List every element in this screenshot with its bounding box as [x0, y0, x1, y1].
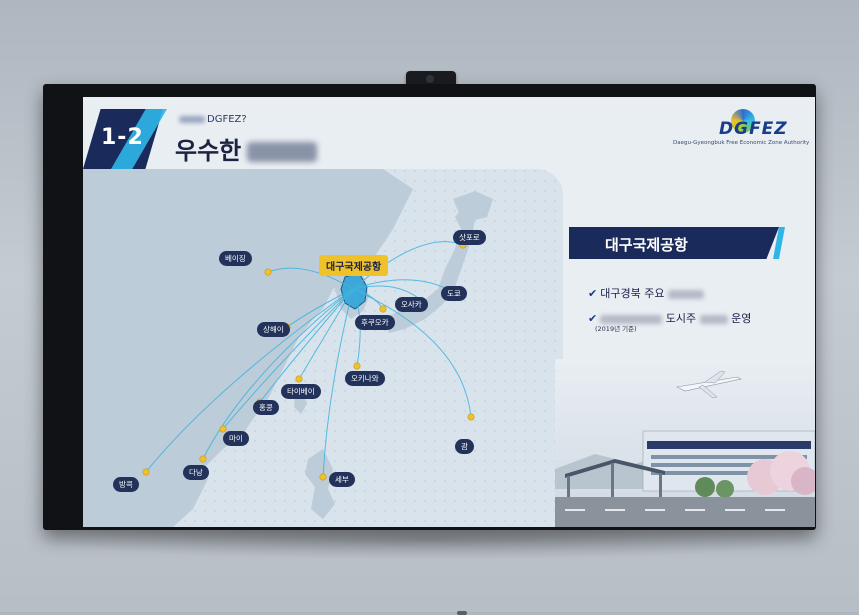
- bullet-2-end-text: 운영: [731, 312, 752, 325]
- dgfez-globe-logo-icon: [731, 109, 755, 133]
- city-label-shanghai: 상해이: [257, 322, 290, 337]
- land-hokkaido: [453, 191, 493, 221]
- city-dot-guam: [467, 413, 475, 421]
- city-dot-beijing: [264, 268, 272, 276]
- terminal-canopy: [565, 459, 665, 478]
- city-label-hongkong: 홍콩: [253, 400, 279, 415]
- bullet-item-1: ✔대구경북 주요: [588, 285, 704, 301]
- road-markings: [565, 509, 785, 511]
- bullet-1-text: 대구경북 주요: [600, 287, 665, 300]
- airport-heading-text: 대구국제공항: [605, 236, 688, 254]
- city-label-guam: 괌: [455, 439, 474, 454]
- route-line-taipei: [298, 288, 354, 380]
- blurred-text: [600, 314, 663, 324]
- land-philippines: [305, 449, 335, 519]
- slide-screen: 1-2 DGFEZ? 우수한 DGFEZ Daegu-Gyeongbuk Fre…: [83, 97, 815, 527]
- city-dot-okinawa: [353, 362, 361, 370]
- route-line-cebu: [322, 288, 354, 478]
- check-icon: ✔: [588, 287, 598, 300]
- route-line-shanghai: [286, 288, 354, 328]
- city-label-macau: 마이: [223, 431, 249, 446]
- city-label-okinawa: 오키나와: [345, 371, 385, 386]
- title-text: 우수한: [175, 137, 242, 165]
- slide-title: 우수한: [175, 131, 318, 166]
- city-label-danang: 다낭: [183, 465, 209, 480]
- city-label-sapporo: 삿포로: [453, 230, 486, 245]
- route-map: 대구국제공항 베이징 삿포로 도쿄 오사카 후쿠오카 상해이 오키나와 타이베이…: [83, 169, 563, 527]
- terminal-sign: [647, 441, 811, 449]
- city-label-beijing: 베이징: [219, 251, 252, 266]
- webcam: [406, 71, 456, 87]
- blurred-text: [179, 115, 205, 123]
- city-label-fukuoka: 후쿠오카: [355, 315, 395, 330]
- dgfez-logo-subtitle: Daegu-Gyeongbuk Free Economic Zone Autho…: [673, 140, 810, 146]
- route-line-danang: [202, 288, 354, 460]
- route-line-bangkok: [145, 288, 354, 473]
- city-label-bangkok: 방콕: [113, 477, 139, 492]
- tv-frame: 1-2 DGFEZ? 우수한 DGFEZ Daegu-Gyeongbuk Fre…: [43, 84, 816, 615]
- city-dot-taipei: [295, 375, 303, 383]
- route-map-graphic: [83, 169, 563, 527]
- blurred-text: [247, 142, 318, 162]
- slide-kicker: DGFEZ?: [179, 114, 247, 125]
- kicker-text: DGFEZ?: [207, 114, 247, 125]
- photo-road: [555, 497, 815, 527]
- city-dot-bangkok: [142, 468, 150, 476]
- webcam-lens: [426, 75, 434, 83]
- terminal-windows: [651, 455, 807, 475]
- city-label-cebu: 세부: [329, 472, 355, 487]
- city-label-osaka: 오사카: [395, 297, 428, 312]
- city-dot-cebu: [319, 473, 327, 481]
- hub-airport-label: 대구국제공항: [319, 255, 389, 276]
- bullet-2-mid-text: 도시주: [665, 312, 697, 325]
- airport-photo: [555, 359, 815, 527]
- route-line-guam: [352, 288, 472, 418]
- check-icon: ✔: [588, 312, 598, 325]
- airplane-icon: [676, 370, 742, 399]
- dgfez-logo: DGFEZ: [719, 119, 788, 139]
- route-line-sapporo: [352, 241, 464, 290]
- city-dot-danang: [199, 455, 207, 463]
- city-dot-macau: [219, 425, 227, 433]
- city-dot-fukuoka: [379, 305, 387, 313]
- bullet-note: (2019년 기준): [595, 325, 637, 333]
- blurred-text: [667, 289, 704, 299]
- land-peninsula: [133, 434, 208, 527]
- section-number: 1-2: [101, 125, 144, 150]
- route-line-hongkong: [259, 288, 354, 403]
- airport-heading: 대구국제공항: [569, 227, 779, 259]
- route-line-beijing: [267, 267, 354, 290]
- bullet-item-2: ✔ 도시주 운영: [588, 310, 751, 326]
- cherry-blossom-trees: [695, 451, 815, 498]
- blurred-text: [699, 314, 728, 324]
- route-line-macau: [222, 288, 354, 430]
- city-label-tokyo: 도쿄: [441, 286, 467, 301]
- city-label-taipei: 타이베이: [281, 384, 321, 399]
